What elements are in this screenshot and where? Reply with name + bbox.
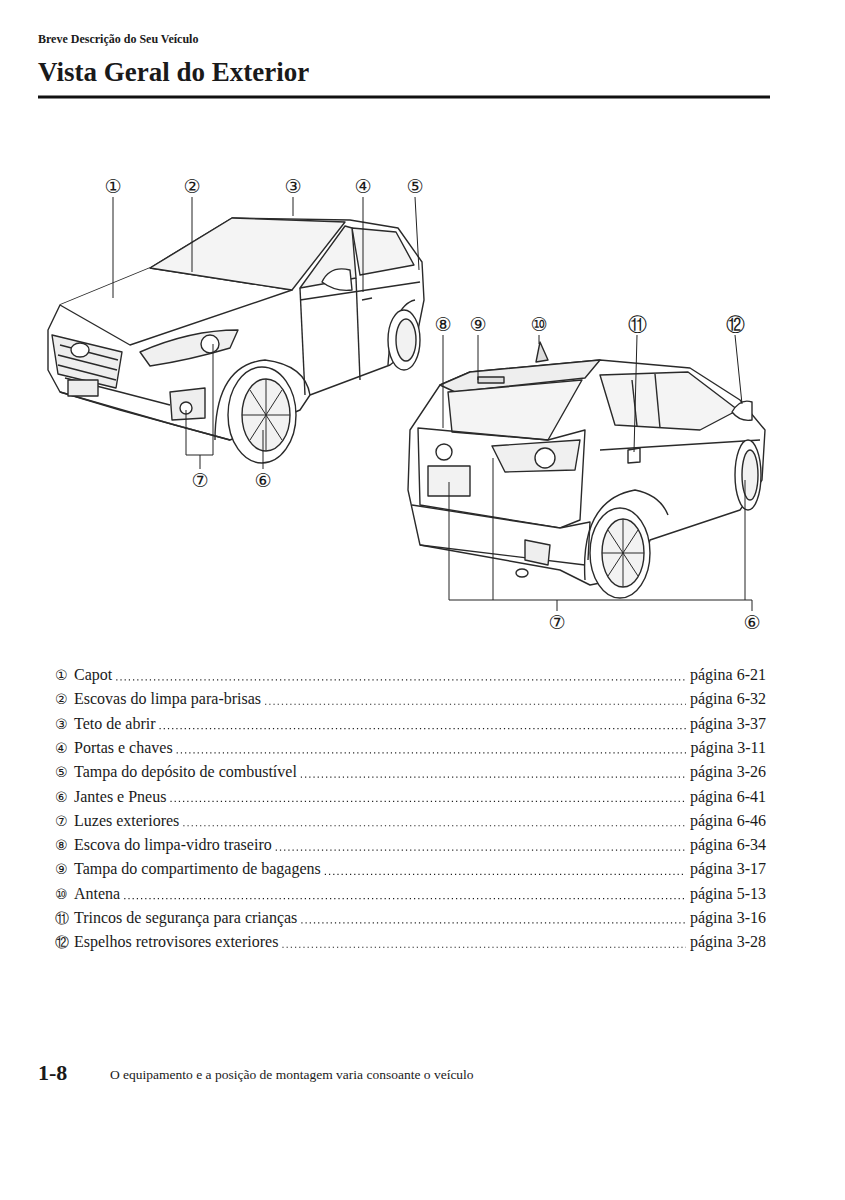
callout-number: ⑦	[190, 471, 209, 490]
callout-number: ①	[103, 177, 122, 196]
section-header: Breve Descrição do Seu Veículo	[38, 32, 198, 46]
list-number: ⑤	[55, 764, 68, 781]
callout-number: ④	[353, 177, 372, 196]
list-number: ②	[55, 691, 68, 708]
front-car	[48, 218, 424, 463]
part-name: Espelhos retrovisores exteriores	[74, 932, 280, 951]
leader-lines	[113, 197, 752, 611]
part-name: Teto de abrir	[74, 714, 158, 733]
callout-number: ⑫	[725, 315, 746, 334]
list-number: ⑥	[55, 789, 68, 806]
part-name: Escovas do limpa para-brisas	[74, 689, 263, 708]
dot-leader	[301, 777, 686, 778]
dot-leader	[160, 728, 687, 729]
part-name: Jantes e Pneus	[74, 787, 168, 806]
dot-leader	[301, 922, 686, 923]
page-reference: página 3-28	[688, 932, 766, 951]
callout-number: ⑨	[468, 315, 487, 334]
callout-number: ⑪	[627, 315, 648, 334]
page-reference: página 3-16	[688, 908, 766, 927]
page-reference: página 6-34	[688, 835, 766, 854]
dot-leader	[183, 825, 686, 826]
dot-leader	[170, 801, 686, 802]
page-reference: página 6-32	[688, 689, 766, 708]
part-name: Trincos de segurança para crianças	[74, 908, 299, 927]
callout-number: ⑦	[547, 613, 566, 632]
callout-number: ③	[283, 177, 302, 196]
rear-car	[408, 342, 765, 598]
page-reference: página 3-37	[688, 714, 766, 733]
callout-number: ⑩	[529, 315, 548, 334]
dot-leader	[282, 947, 686, 948]
list-number: ⑦	[55, 813, 68, 830]
part-name: Antena	[74, 884, 122, 903]
page-reference: página 3-11	[689, 738, 766, 757]
list-number: ⑨	[55, 861, 68, 878]
list-number: ⑧	[55, 837, 68, 854]
callout-number: ⑥	[253, 471, 272, 490]
callout-number: ⑧	[433, 315, 452, 334]
callout-number: ⑥	[742, 613, 761, 632]
dot-leader	[116, 679, 686, 680]
page-reference: página 3-26	[688, 762, 766, 781]
page-reference: página 6-21	[688, 665, 766, 684]
page-reference: página 3-17	[688, 859, 766, 878]
dot-leader	[124, 898, 686, 899]
page-reference: página 5-13	[688, 884, 766, 903]
list-number: ③	[55, 716, 68, 733]
page-reference: página 6-41	[688, 787, 766, 806]
part-name: Tampa do compartimento de bagagens	[74, 859, 323, 878]
list-number: ⑩	[55, 886, 68, 903]
part-name: Escova do limpa-vidro traseiro	[74, 835, 274, 854]
dot-leader	[265, 704, 686, 705]
dot-leader	[177, 752, 687, 753]
callout-number: ②	[182, 177, 201, 196]
callout-number: ⑤	[405, 177, 424, 196]
part-name: Portas e chaves	[74, 738, 175, 757]
page-reference: página 6-46	[688, 811, 766, 830]
list-number: ⑫	[55, 934, 69, 951]
page-title: Vista Geral do Exterior	[38, 56, 309, 88]
part-name: Tampa do depósito de combustível	[74, 762, 299, 781]
page-number: 1-8	[38, 1060, 67, 1086]
list-number: ①	[55, 667, 68, 684]
title-rule	[38, 96, 770, 99]
list-number: ⑪	[55, 910, 69, 927]
footer-note: O equipamento e a posição de montagem va…	[110, 1067, 474, 1083]
part-name: Luzes exteriores	[74, 811, 181, 830]
dot-leader	[325, 874, 686, 875]
dot-leader	[276, 849, 686, 850]
part-name: Capot	[74, 665, 114, 684]
list-number: ④	[55, 740, 68, 757]
